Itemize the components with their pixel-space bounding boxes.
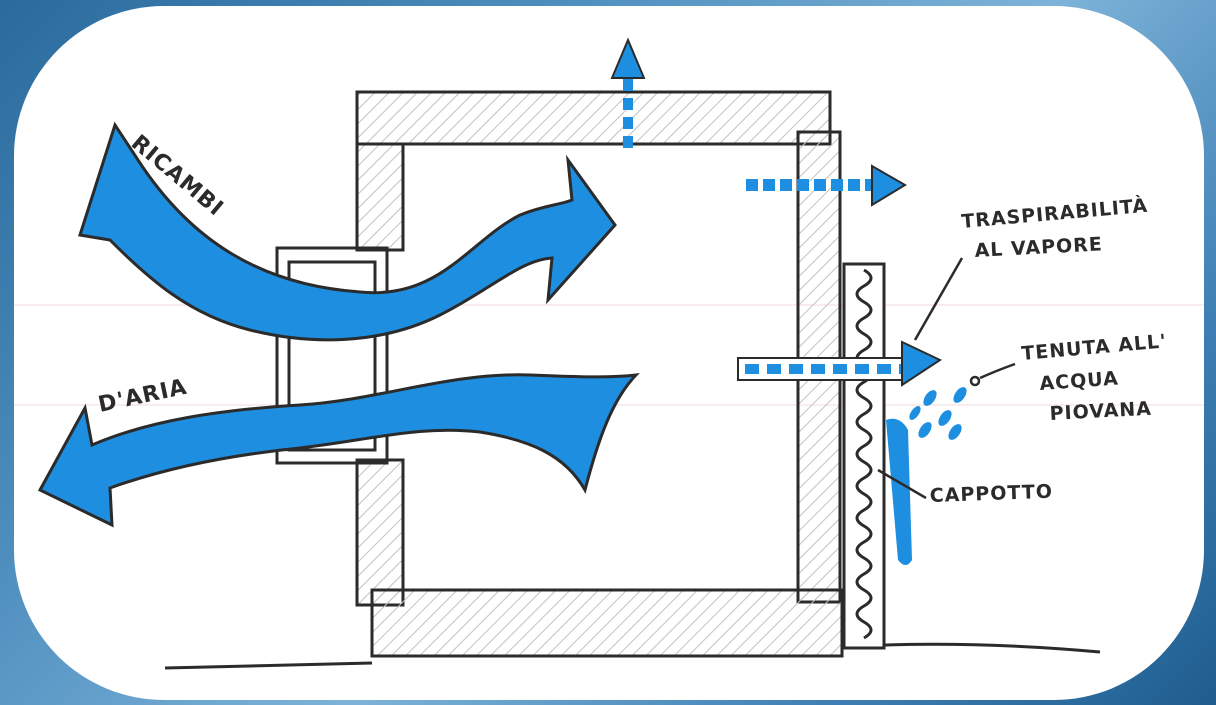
label-acqua: ACQUA bbox=[1039, 368, 1120, 395]
label-d-aria: D'ARIA bbox=[96, 375, 189, 418]
vapour-arrow-right-upper bbox=[746, 164, 907, 207]
waterproof-skin bbox=[886, 418, 912, 565]
diagram-card: RICAMBI D'ARIA TRASPIRABILITÀ AL VAPORE … bbox=[14, 6, 1204, 700]
label-piovana: PIOVANA bbox=[1049, 398, 1152, 425]
vapour-arrow-right-lower bbox=[737, 340, 943, 387]
floor-slab bbox=[370, 588, 844, 658]
label-al-vapore: AL VAPORE bbox=[974, 233, 1103, 262]
insulation-layer bbox=[842, 262, 886, 650]
rain-drops bbox=[909, 387, 967, 440]
air-inflow-arrow bbox=[78, 121, 617, 342]
building-ventilation-diagram: RICAMBI D'ARIA TRASPIRABILITÀ AL VAPORE … bbox=[14, 37, 1204, 670]
ground-line bbox=[164, 642, 1101, 670]
air-outflow-arrow bbox=[37, 373, 640, 528]
vapour-arrow-up bbox=[610, 37, 646, 148]
window-frame bbox=[275, 246, 389, 465]
left-wall-upper bbox=[355, 142, 405, 252]
label-traspirabilita: TRASPIRABILITÀ bbox=[960, 194, 1149, 233]
label-leader-lines bbox=[877, 257, 1016, 500]
label-tenuta-all: TENUTA ALL' bbox=[1021, 330, 1168, 365]
label-cappotto: CAPPOTTO bbox=[929, 481, 1053, 507]
left-wall-lower bbox=[355, 458, 405, 607]
roof-slab bbox=[355, 90, 832, 146]
